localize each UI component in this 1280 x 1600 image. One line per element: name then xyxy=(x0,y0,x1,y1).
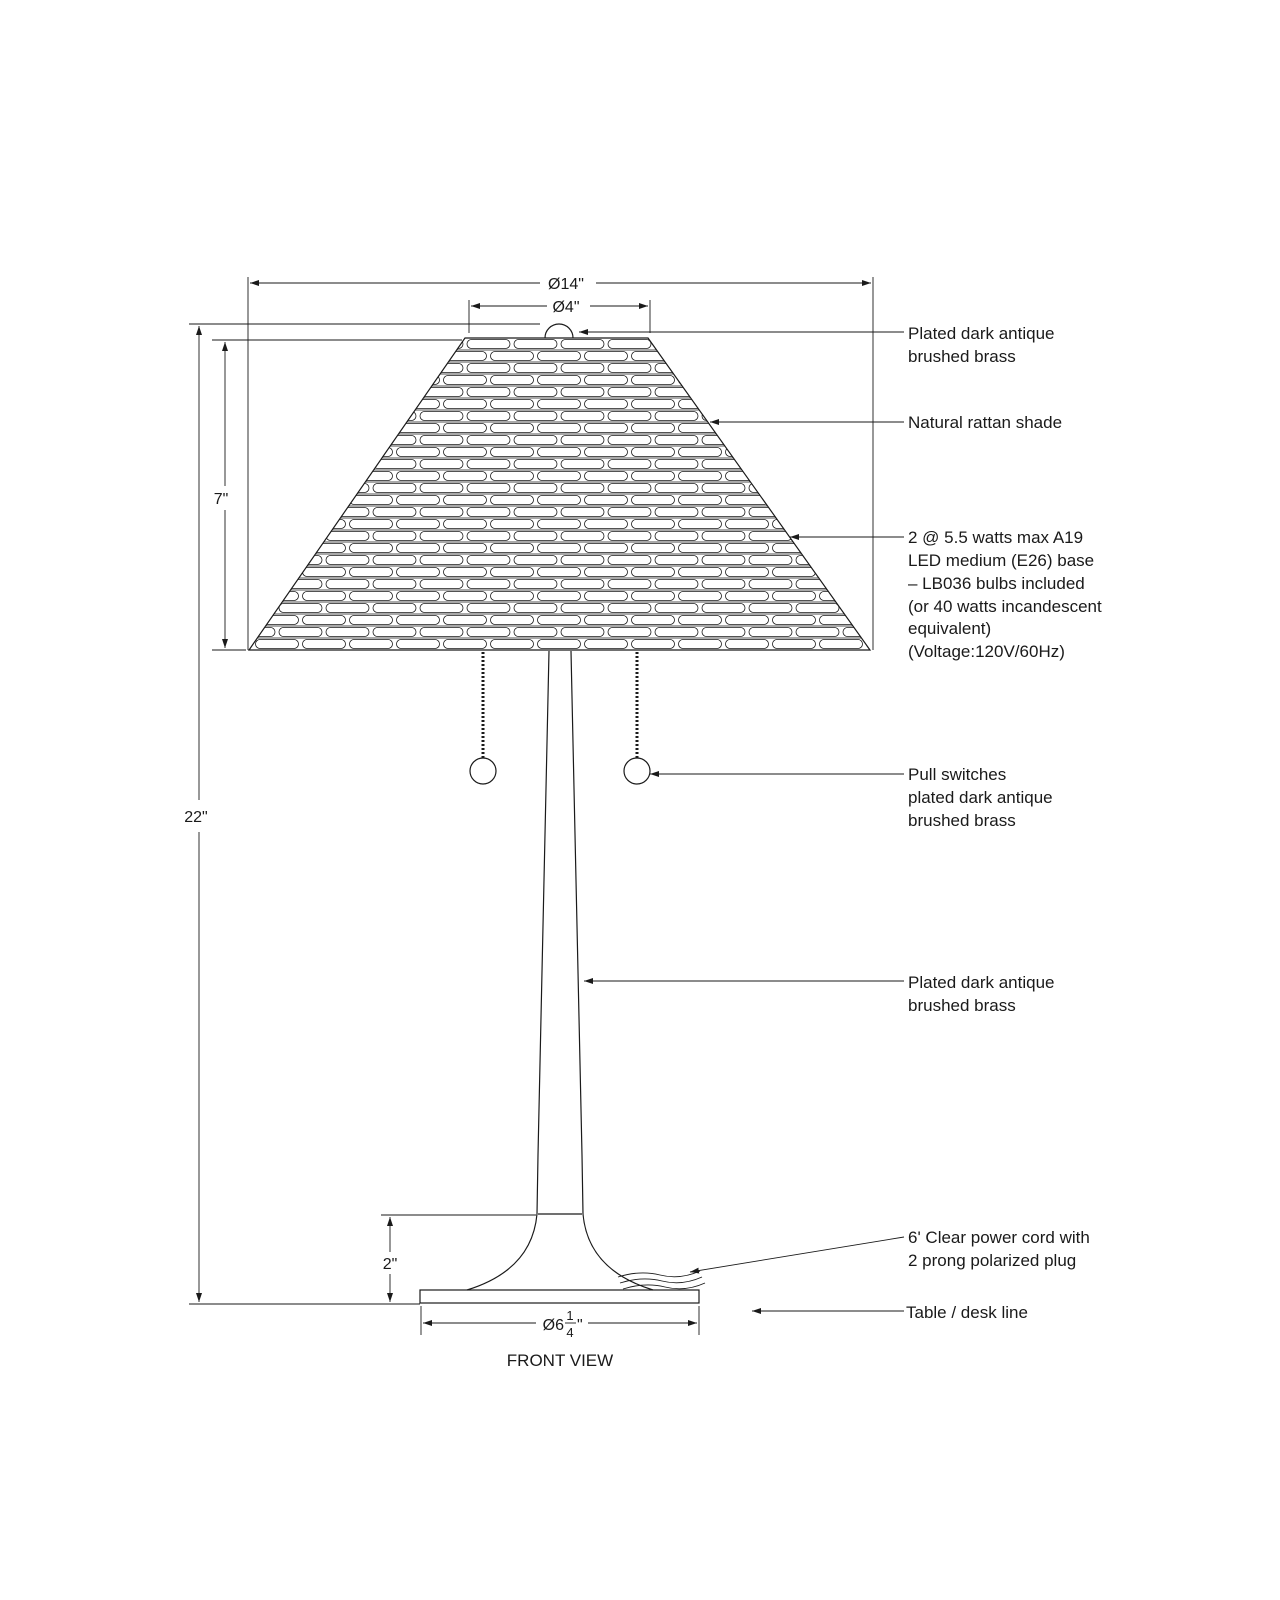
dim-base-diameter-numerator: 1 xyxy=(566,1308,573,1323)
svg-text:plated dark antique: plated dark antique xyxy=(908,788,1053,807)
rattan-shade xyxy=(247,337,872,651)
svg-text:Plated dark antique: Plated dark antique xyxy=(908,324,1055,343)
callout-bulbs: 2 @ 5.5 watts max A19 LED medium (E26) b… xyxy=(908,528,1102,661)
svg-text:6' Clear power cord with: 6' Clear power cord with xyxy=(908,1228,1090,1247)
svg-text:Table / desk line: Table / desk line xyxy=(906,1303,1028,1322)
lamp-base xyxy=(419,1289,700,1304)
lamp-illustration xyxy=(247,323,872,1304)
callout-cord: 6' Clear power cord with 2 prong polariz… xyxy=(908,1228,1090,1270)
dim-base-diameter-prefix: Ø6 xyxy=(543,1317,564,1334)
power-cord xyxy=(617,1270,706,1290)
svg-text:equivalent): equivalent) xyxy=(908,619,991,638)
dim-overall-height: 22" xyxy=(184,809,207,826)
dim-base-diameter: Ø6 1 4 " xyxy=(543,1308,583,1340)
svg-text:brushed brass: brushed brass xyxy=(908,996,1016,1015)
callout-switches: Pull switches plated dark antique brushe… xyxy=(908,765,1053,830)
svg-text:Natural rattan shade: Natural rattan shade xyxy=(908,413,1062,432)
svg-text:2 @ 5.5 watts max A19: 2 @ 5.5 watts max A19 xyxy=(908,528,1083,547)
callout-finial: Plated dark antique brushed brass xyxy=(908,324,1055,366)
dim-base-diameter-unit: " xyxy=(577,1317,583,1334)
svg-text:Plated dark antique: Plated dark antique xyxy=(908,973,1055,992)
lamp-stem xyxy=(466,650,654,1291)
dim-shade-bottom-diameter: Ø14" xyxy=(548,276,584,293)
view-title: FRONT VIEW xyxy=(507,1351,613,1370)
svg-text:LED medium (E26) base: LED medium (E26) base xyxy=(908,551,1094,570)
dim-shade-height: 7" xyxy=(214,491,229,508)
pull-switch-left xyxy=(469,652,497,785)
callout-shade: Natural rattan shade xyxy=(908,413,1062,432)
svg-text:(or 40 watts incandescent: (or 40 watts incandescent xyxy=(908,597,1102,616)
svg-text:brushed brass: brushed brass xyxy=(908,811,1016,830)
dim-base-height: 2" xyxy=(383,1256,398,1273)
dim-shade-top-diameter: Ø4" xyxy=(552,299,579,316)
callout-leaders xyxy=(579,329,905,1314)
callout-table: Table / desk line xyxy=(906,1303,1028,1322)
svg-text:Pull switches: Pull switches xyxy=(908,765,1006,784)
dimension-labels: Ø14" Ø4" 7" 22" 2" Ø6 1 4 " FRONT VIEW xyxy=(184,276,613,1370)
callout-body: Plated dark antique brushed brass xyxy=(908,973,1055,1015)
finial xyxy=(544,323,574,339)
svg-text:2 prong polarized plug: 2 prong polarized plug xyxy=(908,1251,1076,1270)
dimension-lines xyxy=(189,277,874,1335)
svg-text:– LB036 bulbs included: – LB036 bulbs included xyxy=(908,574,1085,593)
svg-text:brushed brass: brushed brass xyxy=(908,347,1016,366)
dim-base-diameter-denominator: 4 xyxy=(566,1325,573,1340)
svg-text:(Voltage:120V/60Hz): (Voltage:120V/60Hz) xyxy=(908,642,1065,661)
pull-switch-right xyxy=(623,652,651,785)
